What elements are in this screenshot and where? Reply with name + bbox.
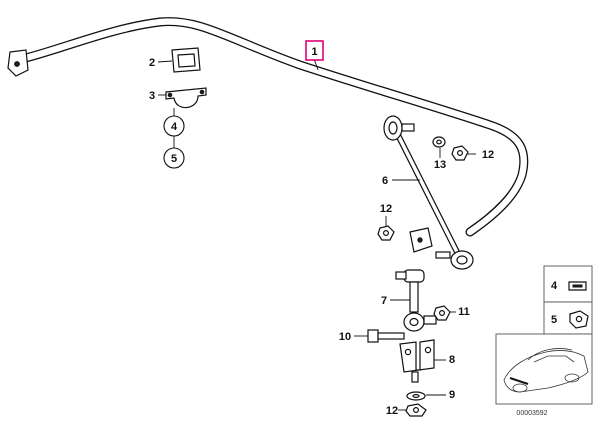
callout-4-circle[interactable]: 4 [163, 115, 185, 137]
svg-text:2: 2 [149, 57, 155, 69]
inset-legend: 4 5 [543, 265, 593, 335]
svg-text:7: 7 [381, 295, 387, 307]
callout-3: 3 [149, 90, 166, 102]
nut-11[interactable] [433, 305, 451, 321]
svg-text:12: 12 [482, 149, 494, 161]
svg-text:9: 9 [449, 389, 455, 401]
callout-6: 6 [382, 175, 420, 187]
svg-text:4: 4 [551, 280, 558, 292]
svg-text:8: 8 [449, 354, 455, 366]
svg-text:1: 1 [311, 46, 317, 58]
svg-text:11: 11 [458, 306, 470, 318]
stabilizer-link[interactable] [383, 115, 474, 270]
inset-item-5[interactable]: 5 [551, 310, 589, 329]
bracket-8[interactable] [399, 339, 435, 383]
nut-12-upper[interactable] [451, 145, 469, 161]
svg-text:5: 5 [551, 314, 557, 326]
callout-9: 9 [426, 389, 455, 401]
link-mount-plate[interactable] [409, 227, 433, 253]
svg-text:3: 3 [149, 90, 155, 102]
callout-12-upper: 12 [467, 149, 494, 161]
callout-2: 2 [149, 57, 173, 69]
callout-11: 11 [450, 306, 470, 318]
callout-13: 13 [434, 148, 446, 171]
washer-9[interactable] [406, 391, 426, 401]
callout-12-middle: 12 [380, 203, 392, 226]
stabilizer-bar[interactable] [7, 17, 529, 237]
diagram-id: 00003592 [516, 410, 547, 417]
washer-13[interactable] [432, 136, 446, 148]
rubber-mounting[interactable] [171, 47, 201, 73]
svg-text:6: 6 [382, 175, 388, 187]
callout-12-lower: 12 [386, 405, 406, 417]
hex-bolt-10[interactable] [367, 329, 405, 343]
callout-5-circle[interactable]: 5 [163, 147, 185, 169]
svg-text:4: 4 [171, 121, 178, 133]
nut-12-middle[interactable] [377, 225, 395, 241]
stabilizer-bracket[interactable] [165, 87, 207, 109]
svg-text:13: 13 [434, 159, 446, 171]
callout-10: 10 [339, 331, 368, 343]
callout-7: 7 [381, 295, 410, 307]
inset-item-4[interactable]: 4 [551, 280, 587, 292]
svg-text:12: 12 [380, 203, 392, 215]
callout-8: 8 [434, 354, 455, 366]
nut-12-lower[interactable] [405, 403, 427, 417]
callout-1[interactable]: 1 [305, 40, 324, 71]
vehicle-thumbnail [495, 333, 593, 405]
svg-text:10: 10 [339, 331, 351, 343]
svg-text:12: 12 [386, 405, 398, 417]
svg-text:5: 5 [171, 153, 177, 165]
stabilizer-link-lower[interactable] [395, 269, 437, 332]
